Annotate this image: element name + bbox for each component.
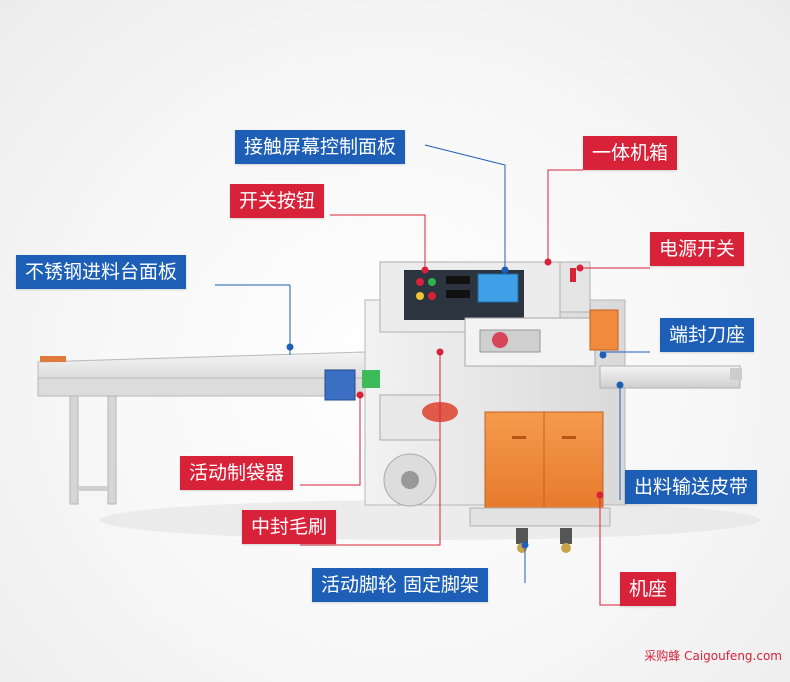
label-outfeed-conveyor-belt: 出料输送皮带 — [625, 470, 758, 504]
label-integrated-cabinet: 一体机箱 — [583, 136, 678, 170]
label-middle-seal-brush: 中封毛刷 — [242, 510, 337, 544]
label-power-switch: 电源开关 — [650, 232, 745, 266]
machine-body — [324, 261, 742, 553]
label-casters-and-feet: 活动脚轮 固定脚架 — [312, 568, 489, 602]
label-switch-button: 开关按钮 — [230, 184, 325, 218]
feed-table — [37, 351, 366, 505]
label-stainless-feed-table: 不锈钢进料台面板 — [16, 255, 187, 289]
label-touch-screen-panel: 接触屏幕控制面板 — [235, 130, 406, 164]
leader-dots — [286, 258, 624, 549]
label-machine-base: 机座 — [620, 572, 677, 606]
leader-lines — [215, 144, 650, 606]
label-movable-bag-former: 活动制袋器 — [180, 456, 294, 490]
watermark: 采购蜂 Caigoufeng.com — [644, 649, 782, 663]
label-end-seal-knife-seat: 端封刀座 — [660, 318, 755, 352]
